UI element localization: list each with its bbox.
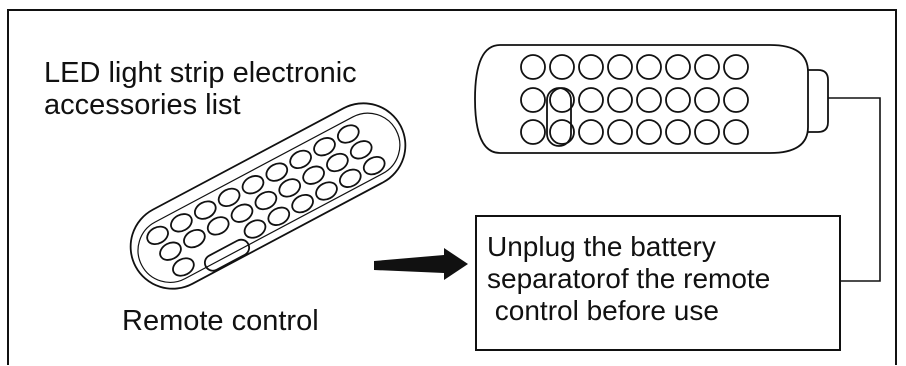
remote-button — [254, 190, 278, 211]
battery-tab — [808, 69, 829, 133]
remote-button — [278, 178, 302, 198]
remote-button-grid — [146, 124, 386, 277]
remote-button — [183, 228, 206, 249]
remote-control-caption: Remote control — [122, 305, 319, 337]
remote-button — [230, 203, 254, 223]
topview-button — [723, 119, 749, 145]
topview-button — [636, 119, 662, 145]
diagram-frame — [7, 9, 897, 365]
topview-button — [636, 87, 662, 113]
topview-button — [665, 87, 691, 113]
topview-button — [578, 119, 604, 145]
title-line-2: accessories list — [44, 89, 241, 122]
topview-button — [607, 119, 633, 145]
connector-line — [828, 97, 881, 282]
remote-button — [302, 165, 325, 185]
remote-control-illustration — [129, 102, 407, 290]
topview-button — [607, 54, 633, 80]
topview-button — [694, 87, 720, 113]
remote-button — [241, 175, 265, 195]
remote-button — [170, 213, 193, 233]
remote-button — [172, 257, 195, 277]
topview-button — [578, 54, 604, 80]
topview-button-grid — [520, 54, 749, 145]
remote-button — [313, 137, 336, 157]
diagram-title: LED light strip electronic accessories l… — [44, 57, 357, 122]
note-line-3: control before use — [487, 295, 719, 327]
note-text: Unplug the battery separatorof the remot… — [487, 231, 770, 328]
topview-button — [520, 87, 546, 113]
topview-button — [723, 87, 749, 113]
topview-button — [607, 87, 633, 113]
remote-button — [206, 216, 230, 236]
topview-button — [520, 119, 546, 145]
note-line-1: Unplug the battery — [487, 231, 716, 262]
topview-button — [694, 54, 720, 80]
remote-button — [265, 162, 289, 182]
topview-button — [636, 54, 662, 80]
topview-button — [694, 119, 720, 145]
remote-button — [315, 181, 338, 201]
topview-button — [549, 54, 575, 80]
topview-button — [520, 54, 546, 80]
remote-button — [338, 168, 362, 188]
remote-button — [146, 225, 169, 246]
remote-button — [159, 241, 182, 261]
remote-button — [362, 155, 386, 176]
topview-button — [665, 119, 691, 145]
remote-button — [193, 200, 217, 220]
pointer-arrow — [374, 248, 468, 280]
topview-button — [723, 54, 749, 80]
remote-button — [326, 152, 349, 173]
remote-button — [336, 124, 360, 144]
note-box: Unplug the battery separatorof the remot… — [475, 215, 841, 351]
remote-topview-illustration — [474, 44, 829, 154]
remote-button — [289, 149, 312, 170]
remote-button — [291, 193, 314, 214]
remote-long-button — [203, 238, 251, 272]
topview-button — [549, 87, 575, 113]
remote-button — [217, 187, 241, 208]
topview-button — [665, 54, 691, 80]
remote-button — [267, 206, 291, 226]
remote-button — [349, 140, 373, 160]
remote-button — [243, 219, 267, 239]
title-line-1: LED light strip electronic — [44, 57, 357, 89]
note-line-2: separatorof the remote — [487, 263, 771, 295]
topview-button — [549, 119, 575, 145]
topview-button — [578, 87, 604, 113]
